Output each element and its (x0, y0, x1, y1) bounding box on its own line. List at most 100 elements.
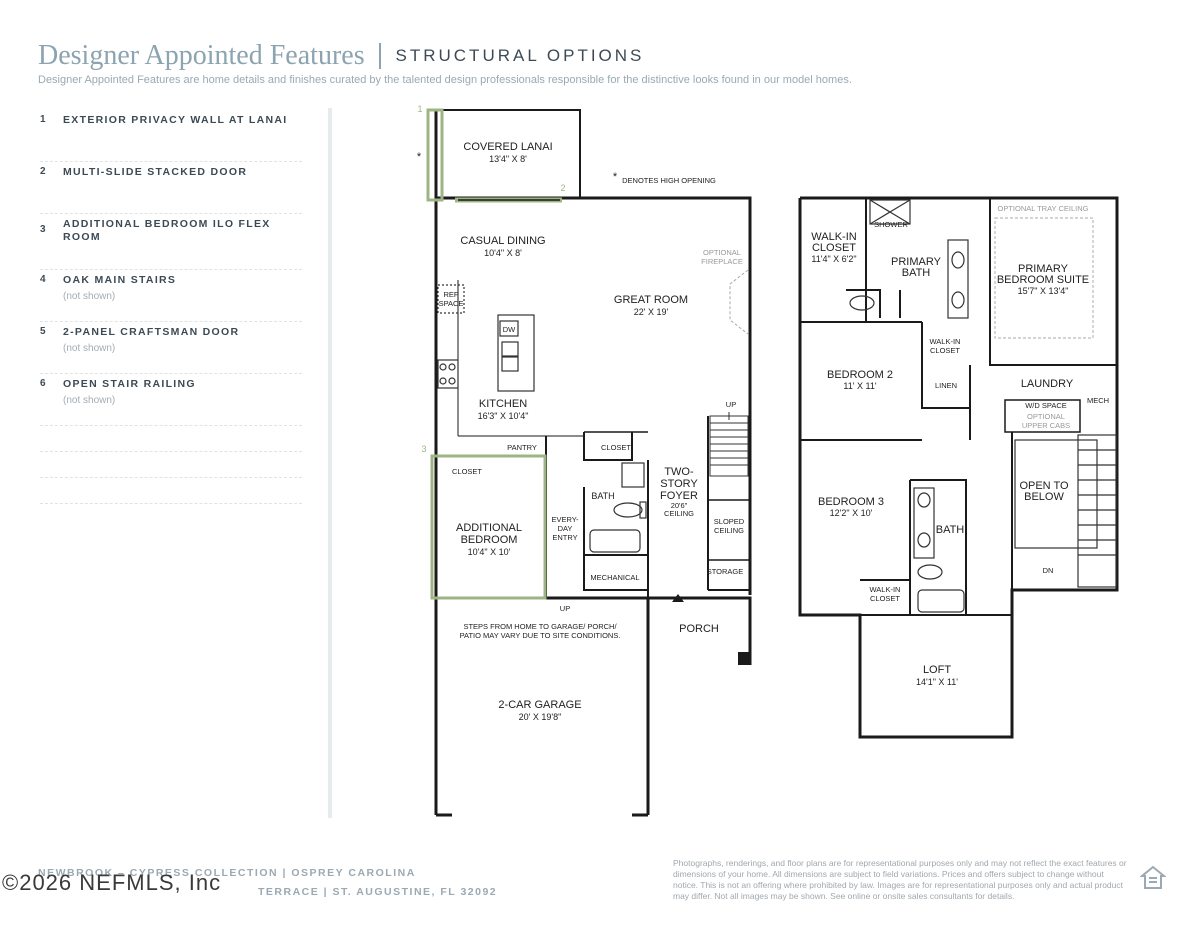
bath2-label: BATH (936, 524, 965, 536)
wic2-label-2: CLOSET (930, 346, 960, 355)
porch-column (738, 652, 750, 665)
open-below-label-1: OPEN TO (1019, 480, 1069, 492)
feature-item: 1 EXTERIOR PRIVACY WALL AT LANAI (40, 110, 302, 162)
wic-label-1: WALK-IN (811, 231, 856, 243)
kitchen-dim: 16'3" X 10'4" (478, 411, 529, 421)
fireplace-outline (729, 269, 749, 335)
linen-label: LINEN (935, 381, 957, 390)
page-header: Designer Appointed Features STRUCTURAL O… (38, 40, 1158, 72)
bath-label: BATH (591, 491, 614, 501)
sloped-label-1: SLOPED (714, 517, 745, 526)
closet-label-b: CLOSET (452, 467, 482, 476)
feature-number: 2 (40, 166, 46, 177)
page-title: Designer Appointed Features (38, 40, 365, 71)
feature-item: 5 2-PANEL CRAFTSMAN DOOR (not shown) (40, 322, 302, 374)
stairs-up-label: UP (726, 400, 736, 409)
bedroom2-name: BEDROOM 2 (827, 369, 893, 381)
great-room-name: GREAT ROOM (614, 294, 688, 306)
feature-label: MULTI-SLIDE STACKED DOOR (63, 166, 248, 178)
kitchen-island (437, 284, 535, 392)
wic-dim: 11'4" X 6'2" (811, 254, 856, 264)
garage-up-label: UP (560, 604, 570, 613)
wic-label-2: CLOSET (812, 242, 856, 254)
foyer-label-3: FOYER (660, 490, 698, 502)
open-below-label-2: BELOW (1024, 491, 1064, 503)
entry-label-2: DAY (558, 524, 573, 533)
garage-dim: 20' X 19'8" (519, 712, 562, 722)
second-floor-fixtures (849, 199, 1117, 613)
foyer-label-5: CEILING (664, 509, 694, 518)
feature-note: (not shown) (63, 395, 116, 406)
great-room-dim: 22' X 19' (634, 307, 669, 317)
foyer-label-2: STORY (660, 478, 698, 490)
feature-item: 2 MULTI-SLIDE STACKED DOOR (40, 162, 302, 214)
feature-number: 4 (40, 274, 46, 285)
kitchen-name: KITCHEN (479, 398, 527, 410)
upper-cabs-label-1: OPTIONAL (1027, 412, 1065, 421)
bedroom3-dim: 12'2" X 10' (830, 508, 873, 518)
porch-label: PORCH (679, 623, 719, 635)
asterisk-note: * (613, 171, 618, 183)
column-divider (328, 108, 332, 818)
feature-item: 3 ADDITIONAL BEDROOM ILO FLEX ROOM (40, 214, 302, 270)
feature-label: ADDITIONAL BEDROOM ILO FLEX ROOM (63, 218, 271, 243)
sloped-label-2: CEILING (714, 526, 744, 535)
bedroom3-name: BEDROOM 3 (818, 496, 884, 508)
feature-list: 1 EXTERIOR PRIVACY WALL AT LANAI 2 MULTI… (40, 110, 302, 504)
closet-label-a: CLOSET (601, 443, 631, 452)
intro-text: Designer Appointed Features are home det… (38, 74, 852, 86)
stairs-dn-label: DN (1043, 566, 1054, 575)
community-line-2: TERRACE | ST. AUGUSTINE, FL 32092 (258, 886, 498, 898)
first-floor-bath-fixtures (589, 462, 647, 553)
feature-note: (not shown) (63, 343, 116, 354)
lanai-name: COVERED LANAI (463, 141, 552, 153)
ref-label-1: REF (444, 290, 459, 299)
pantry-label: PANTRY (507, 443, 537, 452)
steps-note-1: STEPS FROM HOME TO GARAGE/ PORCH/ (463, 622, 617, 631)
community-line-1: NEWBROOK – CYPRESS COLLECTION | OSPREY C… (38, 867, 416, 879)
entry-triangle (672, 594, 684, 602)
suite-label-1: PRIMARY (1018, 263, 1069, 275)
loft-dim: 14'1" X 11' (916, 677, 958, 687)
fireplace-label-1: OPTIONAL (703, 248, 741, 257)
feature-number: 6 (40, 378, 46, 389)
wic3-label-1: WALK-IN (870, 585, 901, 594)
bedroom2-dim: 11' X 11' (843, 381, 876, 391)
first-floor-walls (434, 109, 752, 817)
ref-label-2: SPACE (439, 299, 464, 308)
feature-number: 3 (40, 224, 46, 235)
tray-ceiling-label: OPTIONAL TRAY CEILING (998, 204, 1089, 213)
foyer-label-4: 20'6" (671, 501, 688, 510)
primary-bath-label-2: BATH (902, 267, 931, 279)
bedroom-label-1: ADDITIONAL (456, 522, 522, 534)
legal-disclaimer: Photographs, renderings, and floor plans… (673, 858, 1127, 901)
shower-label: SHOWER (874, 220, 908, 229)
laundry-label: LAUNDRY (1021, 378, 1074, 390)
feature-number: 5 (40, 326, 46, 337)
first-floor-stairs (709, 412, 749, 477)
suite-dim: 15'7" X 13'4" (1018, 286, 1069, 296)
marker-2: 2 (560, 183, 565, 193)
storage-label: STORAGE (707, 567, 744, 576)
lanai-dim: 13'4" X 8' (489, 154, 527, 164)
marker-3: 3 (421, 444, 426, 454)
fireplace-label-2: FIREPLACE (701, 257, 743, 266)
entry-label-1: EVERY- (551, 515, 579, 524)
community-info: NEWBROOK – CYPRESS COLLECTION | OSPREY C… (38, 864, 497, 902)
wd-space-label: W/D SPACE (1025, 401, 1067, 410)
asterisk-left: * (417, 151, 422, 163)
mech-label: MECH (1087, 396, 1109, 405)
feature-item: 4 OAK MAIN STAIRS (not shown) (40, 270, 302, 322)
suite-label-2: BEDROOM SUITE (997, 274, 1089, 286)
wic2-label-1: WALK-IN (930, 337, 961, 346)
second-floor-walls (798, 196, 1119, 739)
entry-label-3: ENTRY (552, 533, 577, 542)
marker-1: 1 (417, 104, 422, 114)
list-divider (40, 426, 302, 452)
dw-label: DW (503, 325, 516, 334)
foyer-label-1: TWO- (664, 466, 694, 478)
dining-name: CASUAL DINING (460, 235, 545, 247)
page-subtitle: STRUCTURAL OPTIONS (395, 46, 645, 65)
title-divider (379, 43, 382, 69)
loft-name: LOFT (923, 664, 951, 676)
